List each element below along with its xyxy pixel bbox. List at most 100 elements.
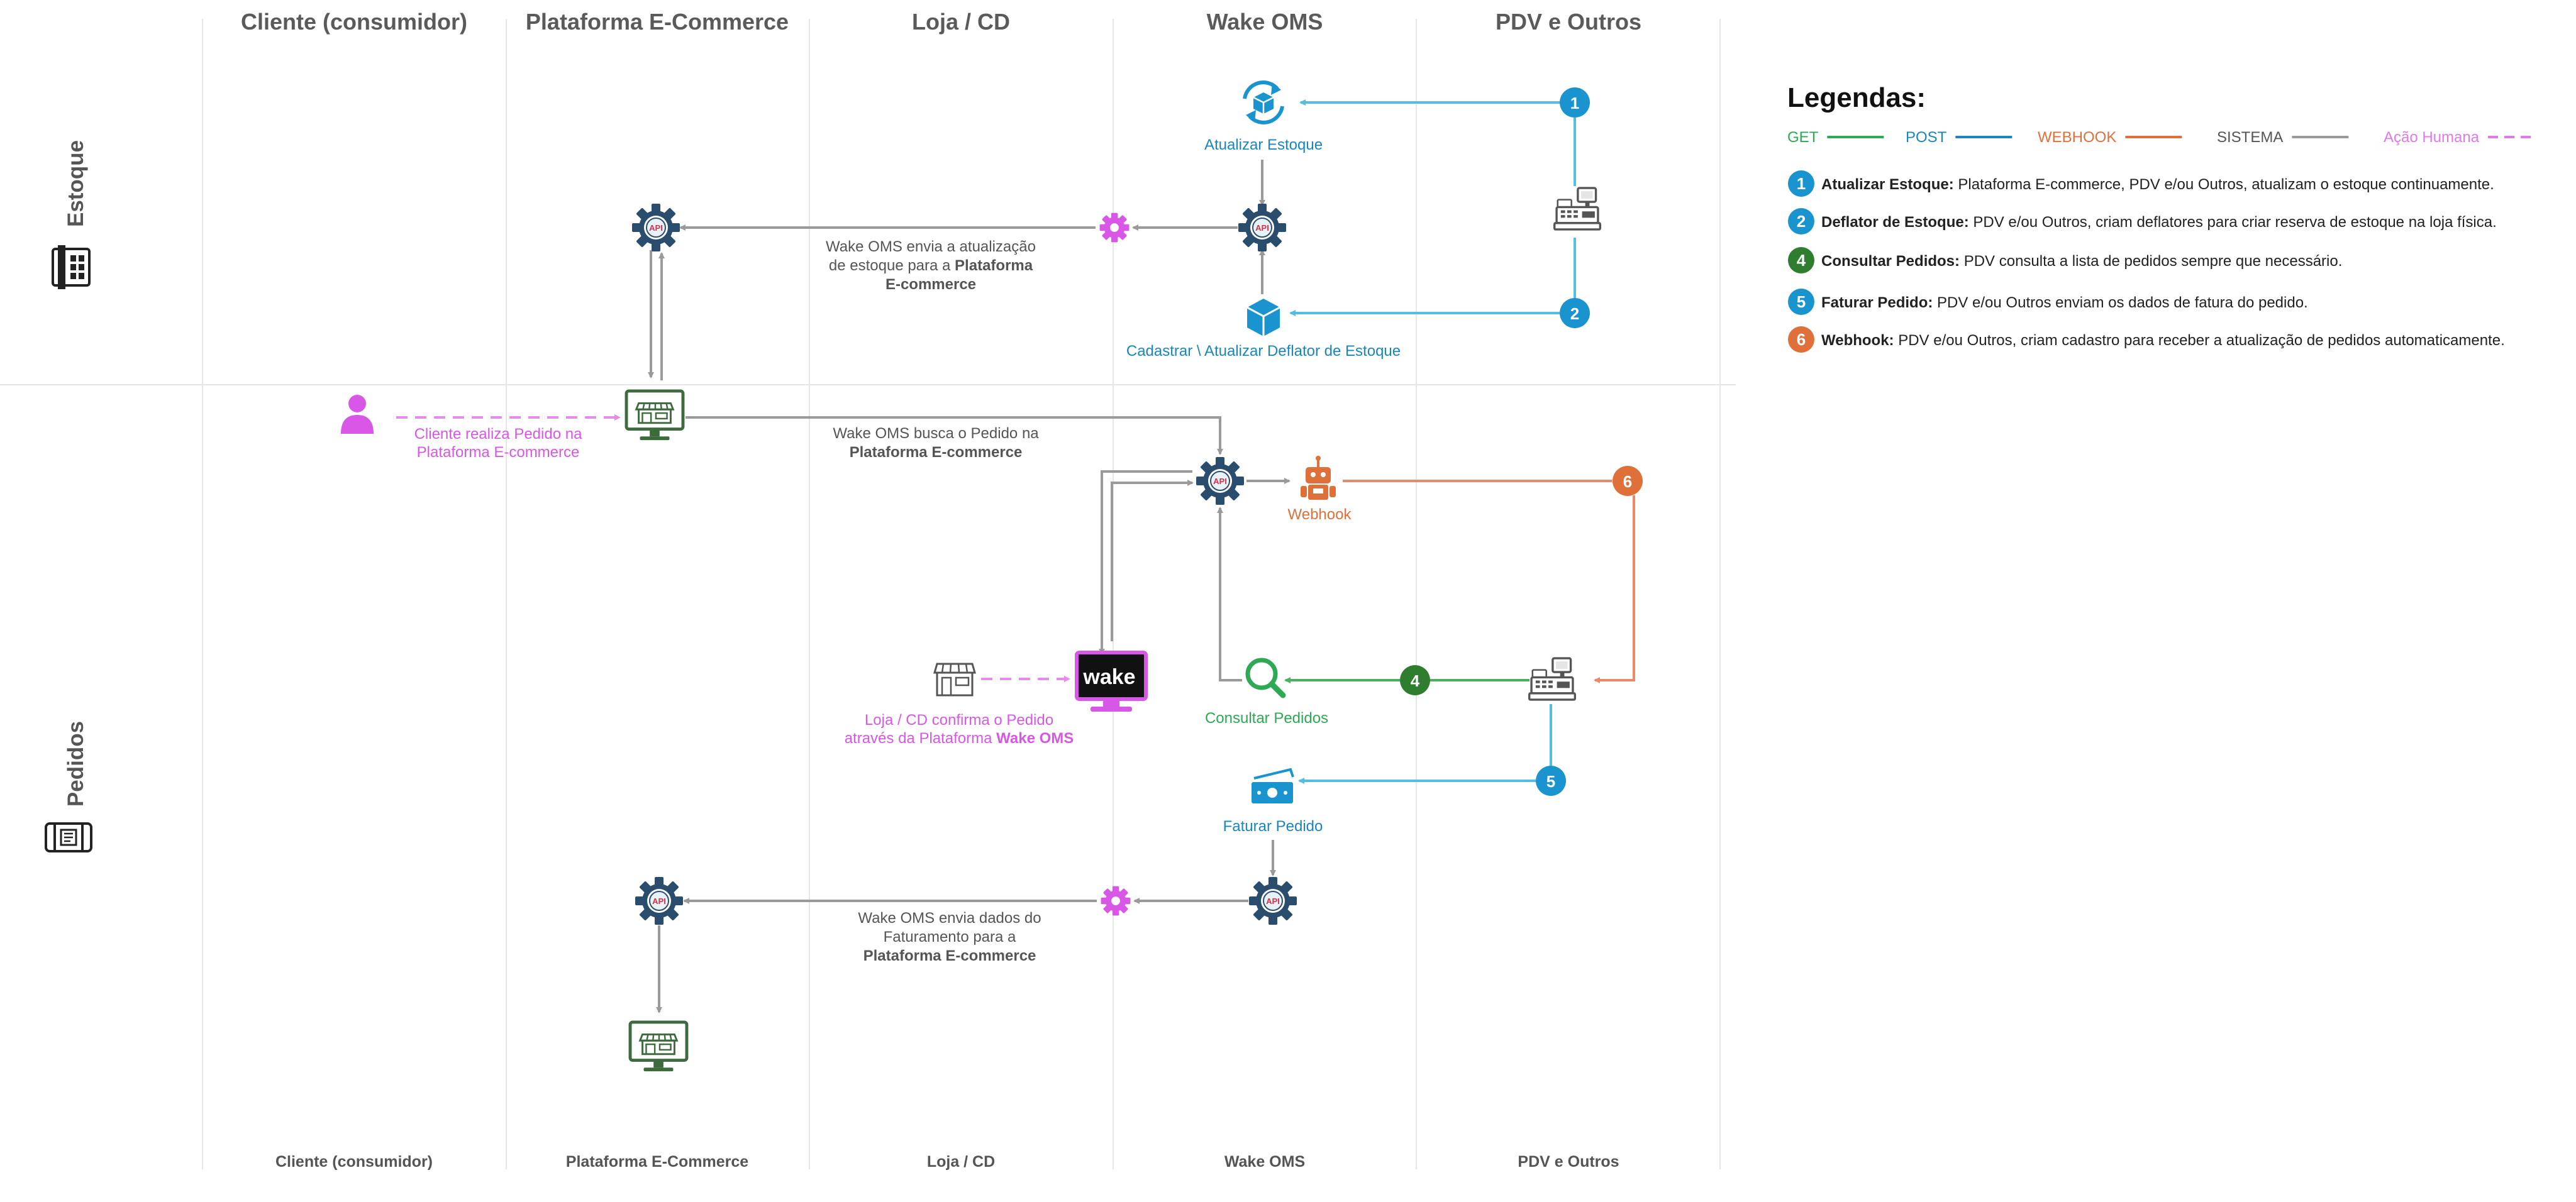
pink-gear-icon [1101, 886, 1131, 916]
api-gear-icon: API [1248, 876, 1297, 925]
wake-monitor-icon: wake [1075, 651, 1148, 712]
pos-register-icon [1553, 187, 1601, 231]
storefront-monitor-icon [630, 1022, 687, 1071]
column-header-wake: Wake OMS [1207, 9, 1323, 35]
svg-text:SISTEMA: SISTEMA [2217, 129, 2283, 146]
order-phone-icon [45, 822, 92, 852]
svg-text:E-commerce: E-commerce [886, 276, 976, 293]
column-header-plataforma: Plataforma E-Commerce [526, 9, 789, 35]
api-gear-icon: API [631, 203, 680, 252]
svg-text:Plataforma E-commerce: Plataforma E-commerce [850, 444, 1023, 461]
svg-text:4: 4 [1411, 671, 1420, 690]
legend-key-sistema: SISTEMA [2217, 129, 2349, 146]
legend-title: Legendas: [1787, 82, 1926, 113]
box-icon [1246, 299, 1280, 336]
arrow-sistema-consultar-api [1217, 507, 1242, 681]
legend-key-a-o-humana: Ação Humana [2384, 129, 2533, 146]
svg-text:Wake OMS busca o Pedido na: Wake OMS busca o Pedido na [833, 425, 1039, 442]
legend-key-get: GET [1787, 129, 1884, 146]
legend-item-6: 6 Webhook: PDV e/ou Outros, criam cadastr… [1788, 326, 2505, 353]
legend-item-5: 5 Faturar Pedido: PDV e/ou Outros enviam … [1788, 289, 2308, 315]
svg-text:Atualizar Estoque: Plataforma: Atualizar Estoque: Plataforma E-commerce… [1821, 176, 2494, 193]
arrow-sistema-api-wake [1099, 470, 1192, 655]
svg-text:Faturar Pedido: PDV e/ou Outro: Faturar Pedido: PDV e/ou Outros enviam o… [1821, 294, 2308, 311]
svg-text:através da Plataforma Wake OMS: através da Plataforma Wake OMS [845, 730, 1074, 747]
node-label-deflator: Cadastrar \ Atualizar Deflator de Estoqu… [1126, 343, 1401, 360]
column-header-cliente: Cliente (consumidor) [241, 9, 467, 35]
svg-text:de estoque para a Plataforma: de estoque para a Plataforma [829, 257, 1033, 274]
svg-text:Consultar Pedidos: PDV consult: Consultar Pedidos: PDV consulta a lista … [1821, 253, 2342, 270]
wake-logo: wake [1082, 665, 1135, 689]
svg-text:API: API [649, 223, 663, 233]
legend-item-1: 1 Atualizar Estoque: Plataforma E-commerc… [1788, 170, 2494, 197]
legend-keys: GET POST WEBHOOK SISTEMA Ação Humana [1787, 129, 2533, 146]
desc-busca-pedido: Wake OMS busca o Pedido na Plataforma E-… [833, 425, 1039, 461]
column-dividers [202, 19, 1721, 1169]
svg-text:Ação Humana: Ação Humana [2384, 129, 2480, 146]
pink-gear-icon [1099, 212, 1130, 243]
inventory-icon [52, 245, 91, 289]
badge-2: 2 [1560, 298, 1590, 328]
svg-text:Plataforma E-commerce: Plataforma E-commerce [863, 947, 1036, 964]
svg-text:Cliente realiza Pedido na: Cliente realiza Pedido na [414, 426, 582, 443]
lane-label-pedidos: Pedidos [64, 721, 88, 807]
node-label-faturar: Faturar Pedido [1223, 818, 1323, 835]
svg-text:Loja / CD confirma o Pedido: Loja / CD confirma o Pedido [865, 712, 1053, 729]
badge-1: 1 [1560, 87, 1590, 118]
svg-text:API: API [652, 896, 666, 906]
api-gear-icon: API [1238, 203, 1287, 252]
customer-icon [341, 395, 374, 434]
desc-cliente-pedido: Cliente realiza Pedido na Plataforma E-c… [414, 426, 582, 461]
svg-text:4: 4 [1797, 251, 1806, 270]
badge-6: 6 [1613, 466, 1643, 496]
badge-5: 5 [1536, 766, 1566, 796]
svg-text:POST: POST [1906, 129, 1947, 146]
node-label-webhook: Webhook [1288, 506, 1352, 523]
robot-icon [1301, 456, 1336, 500]
svg-text:Faturamento para a: Faturamento para a [884, 929, 1016, 946]
svg-text:1: 1 [1570, 94, 1579, 113]
desc-loja-confirma: Loja / CD confirma o Pedido através da P… [845, 712, 1074, 747]
column-header-pdv: PDV e Outros [1496, 9, 1641, 35]
arrow-sistema-busca-pedido [686, 416, 1223, 455]
desc-faturamento-envio: Wake OMS envia dados do Faturamento para… [858, 910, 1041, 964]
column-footer-cliente: Cliente (consumidor) [275, 1153, 433, 1171]
svg-text:API: API [1213, 477, 1227, 486]
svg-text:2: 2 [1570, 304, 1579, 323]
pos-register-icon [1528, 657, 1576, 701]
invoice-cash-icon [1252, 768, 1294, 803]
legend-item-4: 4 Consultar Pedidos: PDV consulta a lista… [1788, 247, 2342, 273]
column-footer-plataforma: Plataforma E-Commerce [566, 1153, 748, 1171]
svg-text:Wake OMS envia a atualização: Wake OMS envia a atualização [826, 238, 1036, 255]
refresh-box-icon [1243, 80, 1284, 124]
svg-text:WEBHOOK: WEBHOOK [2038, 129, 2116, 146]
column-footer-loja: Loja / CD [927, 1153, 995, 1171]
svg-text:API: API [1255, 223, 1269, 233]
svg-text:6: 6 [1623, 472, 1632, 491]
legend-items: 1 Atualizar Estoque: Plataforma E-commerc… [1788, 170, 2505, 353]
legend-key-webhook: WEBHOOK [2038, 129, 2182, 146]
column-header-loja: Loja / CD [912, 9, 1010, 35]
svg-text:5: 5 [1797, 292, 1806, 311]
lane-label-estoque: Estoque [64, 140, 88, 227]
svg-text:Deflator de Estoque: PDV e/ou: Deflator de Estoque: PDV e/ou Outros, cr… [1821, 214, 2497, 231]
svg-text:Wake OMS envia dados do: Wake OMS envia dados do [858, 910, 1041, 927]
svg-text:6: 6 [1797, 330, 1806, 349]
svg-text:Plataforma E-commerce: Plataforma E-commerce [417, 444, 580, 461]
node-label-consultar: Consultar Pedidos [1205, 710, 1328, 727]
svg-text:API: API [1266, 896, 1280, 906]
column-footer-pdv: PDV e Outros [1518, 1153, 1619, 1171]
loja-store-icon [933, 663, 976, 697]
search-icon [1245, 658, 1286, 698]
badge-4: 4 [1400, 665, 1430, 695]
arrow-webhook-pos [1594, 495, 1635, 683]
desc-estoque-envio: Wake OMS envia a atualização de estoque … [826, 238, 1036, 293]
svg-text:Webhook: PDV e/ou Outros, cria: Webhook: PDV e/ou Outros, criam cadastro… [1821, 332, 2505, 349]
api-gear-icon: API [635, 876, 684, 925]
arrow-sistema-wake-api [1111, 480, 1194, 641]
svg-text:GET: GET [1787, 129, 1819, 146]
node-label-atualizar-estoque: Atualizar Estoque [1204, 136, 1323, 153]
legend-key-post: POST [1906, 129, 2012, 146]
svg-text:1: 1 [1797, 174, 1806, 193]
